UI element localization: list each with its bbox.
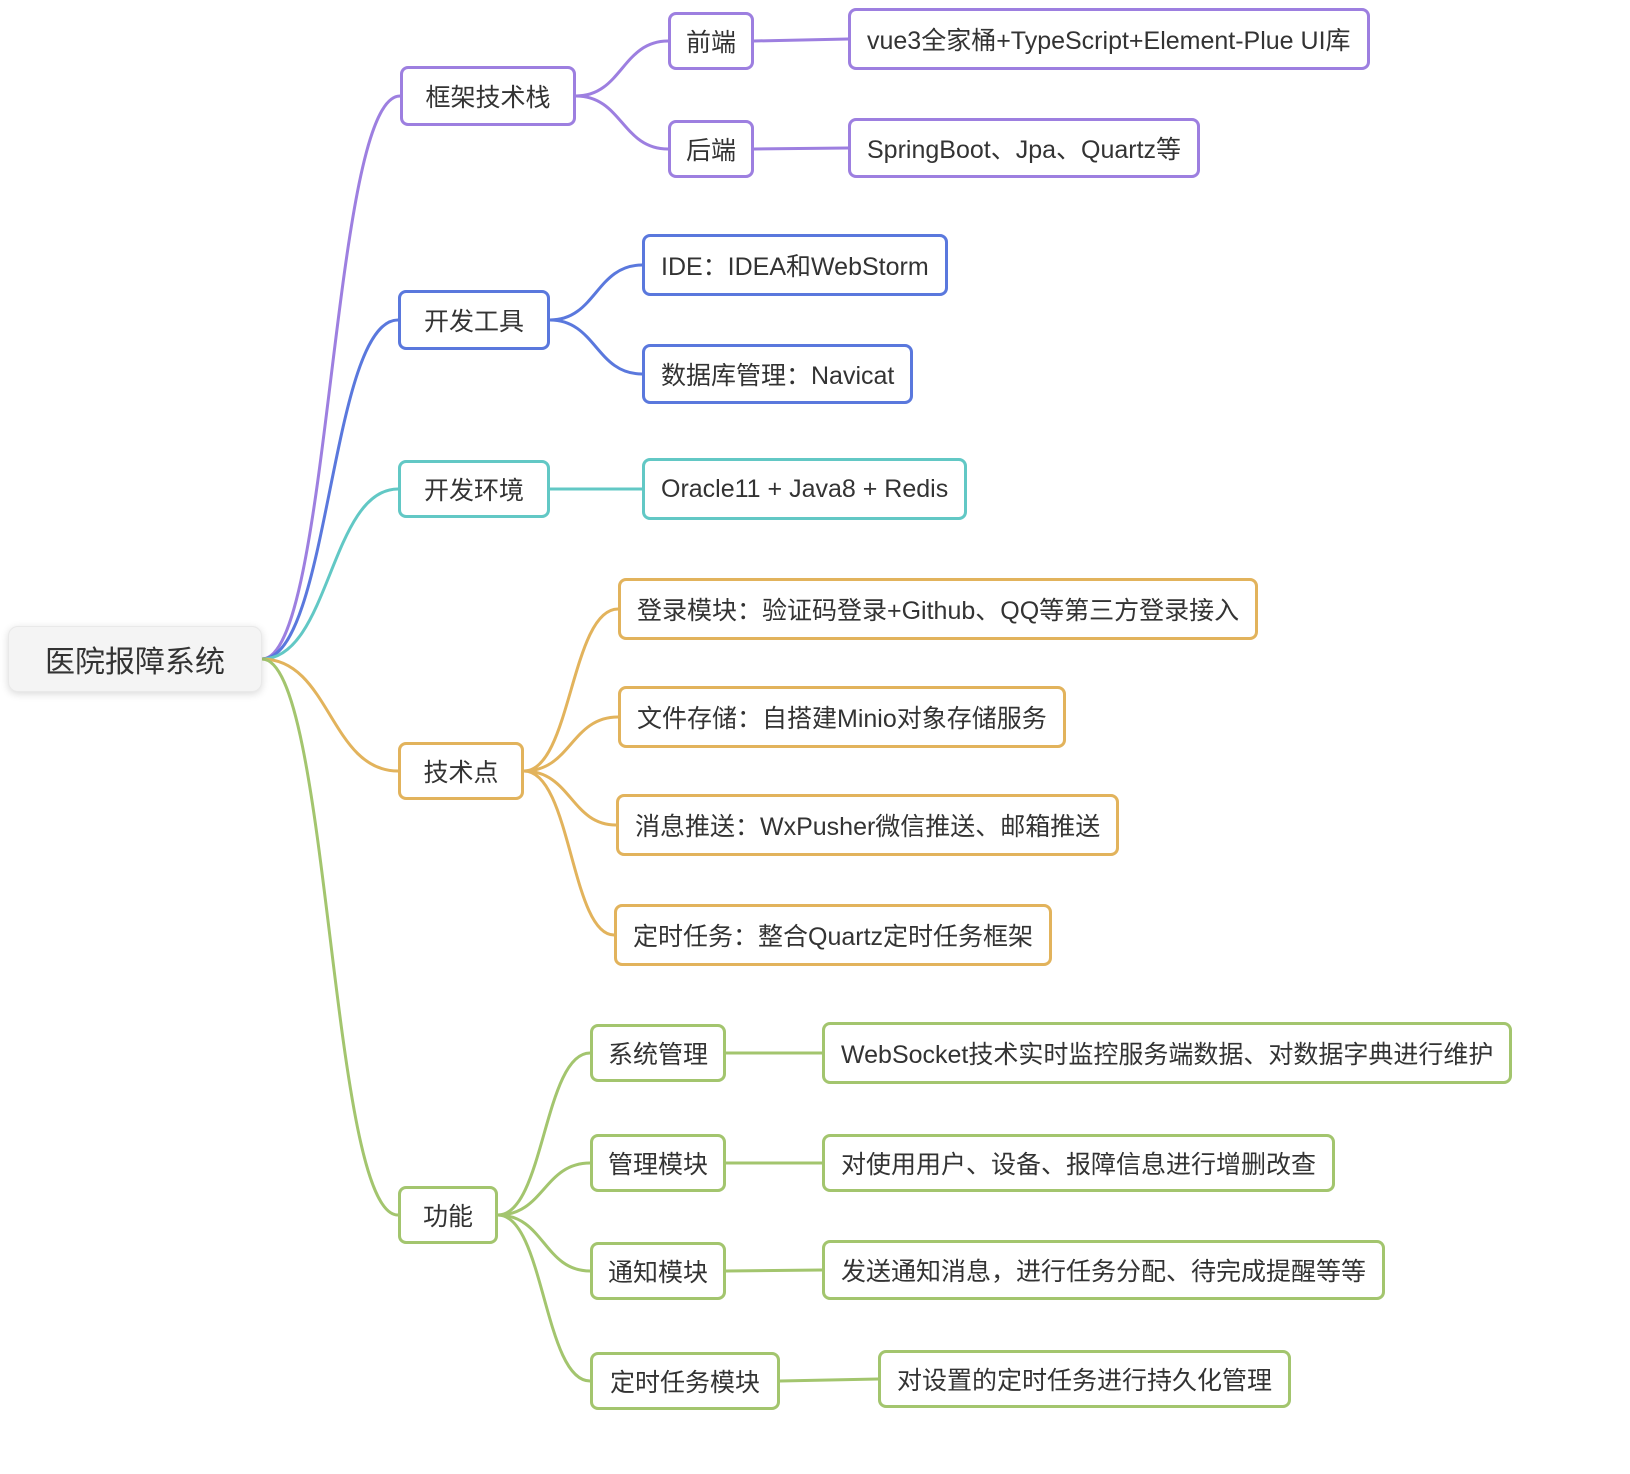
branch-features-node[interactable]: 功能 [398, 1186, 498, 1244]
connector-root-features [260, 657, 400, 1217]
connector-tools-ide [548, 263, 644, 322]
connector-tech-login [522, 607, 620, 773]
node-notification-module[interactable]: 通知模块 [590, 1242, 726, 1300]
connector-tools-navicat [548, 318, 644, 376]
node-ide[interactable]: IDE：IDEA和WebStorm [642, 234, 948, 296]
connector-root-env [260, 487, 400, 661]
node-login-module[interactable]: 登录模块：验证码登录+Github、QQ等第三方登录接入 [618, 578, 1259, 640]
connector-features-system [496, 1051, 592, 1217]
node-timer-module[interactable]: 定时任务模块 [590, 1352, 780, 1410]
node-system-management-detail[interactable]: WebSocket技术实时监控服务端数据、对数据字典进行维护 [822, 1022, 1513, 1084]
node-backend[interactable]: 后端 [668, 120, 754, 178]
connector-tech-push [522, 769, 618, 827]
node-env-stack[interactable]: Oracle11 + Java8 + Redis [642, 458, 968, 520]
connector-features-manage [496, 1161, 592, 1217]
node-management-detail[interactable]: 对使用用户、设备、报障信息进行增删改查 [822, 1134, 1336, 1192]
branch-techpoints-node[interactable]: 技术点 [398, 742, 524, 800]
node-timer-detail[interactable]: 对设置的定时任务进行持久化管理 [878, 1350, 1292, 1408]
connector-root-framework [260, 94, 402, 661]
node-message-push[interactable]: 消息推送：WxPusher微信推送、邮箱推送 [616, 794, 1120, 856]
connector-backend-stack [752, 146, 850, 151]
connector-frontend-stack [752, 37, 850, 43]
node-system-management[interactable]: 系统管理 [590, 1024, 726, 1082]
branch-framework-node[interactable]: 框架技术栈 [400, 66, 576, 126]
connector-root-tech [260, 657, 400, 773]
connector-schedule-detail [778, 1377, 880, 1383]
connector-features-notify [496, 1213, 592, 1273]
node-frontend[interactable]: 前端 [668, 12, 754, 70]
node-notification-detail[interactable]: 发送通知消息，进行任务分配、待完成提醒等等 [822, 1240, 1386, 1300]
node-scheduled-task[interactable]: 定时任务：整合Quartz定时任务框架 [614, 904, 1053, 966]
branch-devenv-node[interactable]: 开发环境 [398, 460, 550, 518]
node-backend-stack[interactable]: SpringBoot、Jpa、Quartz等 [848, 118, 1201, 178]
connector-root-tools [260, 318, 400, 661]
root-node[interactable]: 医院报障系统 [8, 626, 262, 692]
node-db-management[interactable]: 数据库管理：Navicat [642, 344, 914, 404]
connector-framework-backend [574, 94, 670, 151]
connector-notify-detail [724, 1268, 824, 1273]
connector-framework-frontend [574, 39, 670, 98]
node-frontend-stack[interactable]: vue3全家桶+TypeScript+Element-Plue UI库 [848, 8, 1370, 70]
connector-features-schedule [496, 1213, 592, 1383]
connector-tech-schedule [522, 769, 616, 937]
connector-tech-storage [522, 715, 620, 773]
node-file-storage[interactable]: 文件存储：自搭建Minio对象存储服务 [618, 686, 1066, 748]
node-management-module[interactable]: 管理模块 [590, 1134, 726, 1192]
branch-devtools-node[interactable]: 开发工具 [398, 290, 550, 350]
